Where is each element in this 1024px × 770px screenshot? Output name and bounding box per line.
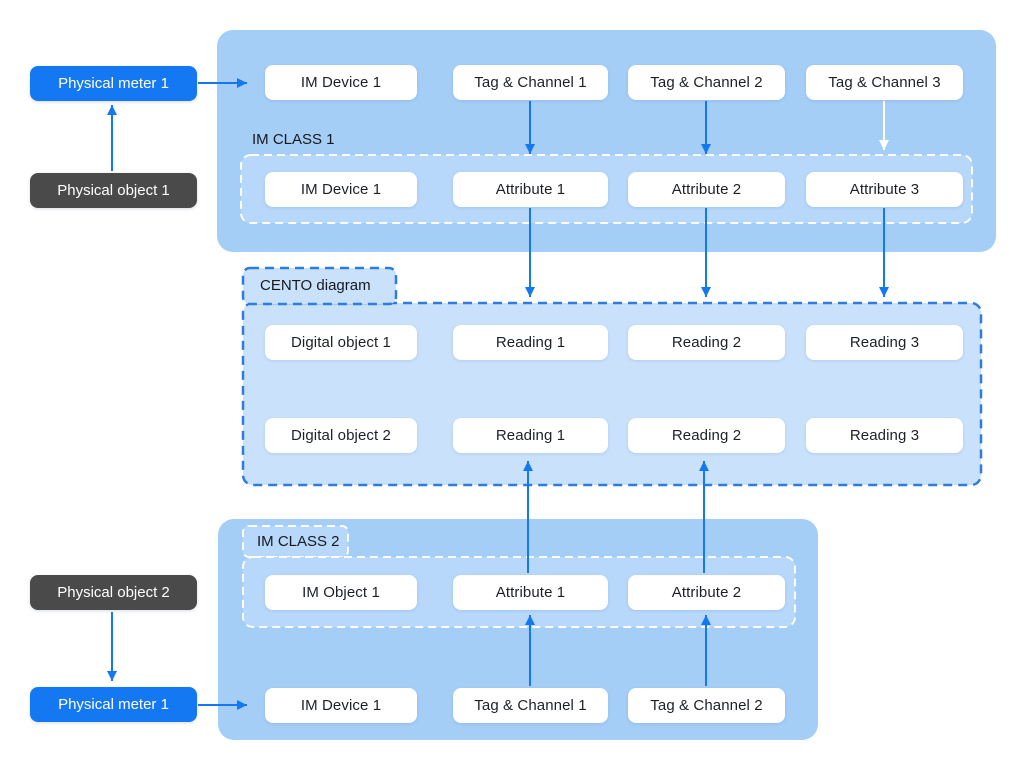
imc2-node-im-device-1: IM Device 1 xyxy=(265,688,417,723)
imc1-node-attribute-1: Attribute 1 xyxy=(453,172,608,207)
cento-node-reading-2-row2: Reading 2 xyxy=(628,418,785,453)
imc1-node-dashed-im-device-1: IM Device 1 xyxy=(265,172,417,207)
cento-node-reading-3-row2: Reading 3 xyxy=(806,418,963,453)
im-class-2-label: IM CLASS 2 xyxy=(257,533,340,550)
imc1-node-im-device-1: IM Device 1 xyxy=(265,65,417,100)
cento-node-digital-object-2: Digital object 2 xyxy=(265,418,417,453)
imc1-node-attribute-2: Attribute 2 xyxy=(628,172,785,207)
imc1-node-tag-channel-2: Tag & Channel 2 xyxy=(628,65,785,100)
cento-diagram-label: CENTO diagram xyxy=(260,277,371,294)
cento-node-reading-1-row2: Reading 1 xyxy=(453,418,608,453)
cento-node-reading-3-row1: Reading 3 xyxy=(806,325,963,360)
cento-node-reading-1-row1: Reading 1 xyxy=(453,325,608,360)
cento-node-digital-object-1: Digital object 1 xyxy=(265,325,417,360)
imc1-node-tag-channel-1: Tag & Channel 1 xyxy=(453,65,608,100)
imc2-node-attribute-1: Attribute 1 xyxy=(453,575,608,610)
cento-main-box xyxy=(241,301,983,487)
physical-meter-1-pill-top: Physical meter 1 xyxy=(30,66,197,101)
physical-object-1-pill: Physical object 1 xyxy=(30,173,197,208)
imc2-node-tag-channel-1: Tag & Channel 1 xyxy=(453,688,608,723)
physical-object-2-pill: Physical object 2 xyxy=(30,575,197,610)
imc2-node-attribute-2: Attribute 2 xyxy=(628,575,785,610)
cento-tab-box xyxy=(241,266,398,306)
cento-node-reading-2-row1: Reading 2 xyxy=(628,325,785,360)
imc1-node-attribute-3: Attribute 3 xyxy=(806,172,963,207)
imc2-node-tag-channel-2: Tag & Channel 2 xyxy=(628,688,785,723)
imc1-node-tag-channel-3: Tag & Channel 3 xyxy=(806,65,963,100)
imc2-node-im-object-1: IM Object 1 xyxy=(265,575,417,610)
im-class-1-label: IM CLASS 1 xyxy=(252,131,335,148)
physical-meter-1-pill-bottom: Physical meter 1 xyxy=(30,687,197,722)
